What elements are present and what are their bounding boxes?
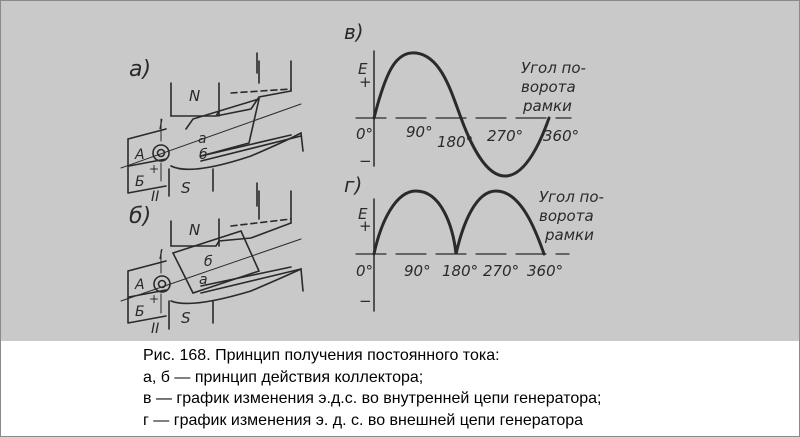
pole-n-a: N xyxy=(189,87,200,105)
tick-0-v: 0° xyxy=(356,125,373,143)
brush-ii-a: II xyxy=(151,189,159,205)
caption-line-g: г — график изменения э. д. с. во внешней… xyxy=(143,411,584,429)
side-a-label: а xyxy=(198,131,207,147)
minus-sign-v: − xyxy=(359,152,372,170)
plate-b-label: Б xyxy=(135,174,145,190)
collector-diagram-a xyxy=(120,52,304,197)
graph-g-emf-external xyxy=(355,189,570,312)
x-axis-label-v-2: ворота xyxy=(521,78,576,96)
tick-0-g: 0° xyxy=(356,262,373,280)
minus-sign-g: − xyxy=(359,292,372,310)
x-axis-label-g-2: ворота xyxy=(539,207,594,225)
plus-sign-a: + xyxy=(149,162,159,176)
tick-180-v: 180° xyxy=(437,133,473,151)
tick-270-g: 270° xyxy=(483,262,519,280)
tick-270-v: 270° xyxy=(487,127,523,145)
plate-a-label: А xyxy=(134,147,145,163)
plus-sign-g: + xyxy=(359,217,372,235)
pole-s-a: S xyxy=(181,179,191,197)
caption-line-ab: а, б — принцип действия коллектора; xyxy=(143,368,424,386)
x-axis-label-g-3: рамки xyxy=(544,226,594,244)
plus-sign-v: + xyxy=(359,73,372,91)
y-axis-label-g: E xyxy=(358,205,368,223)
graph-label-v: в) xyxy=(344,20,364,44)
figure-caption: Рис. 168. Принцип получения постоянного … xyxy=(143,345,703,431)
plus-sign-b: + xyxy=(149,292,159,306)
plate-a-label-b: А xyxy=(134,277,145,293)
x-axis-label-v-3: рамки xyxy=(522,97,572,115)
caption-line-v: в — график изменения э.д.с. во внутренне… xyxy=(143,390,602,407)
side-b-label-b: б xyxy=(204,254,213,270)
x-axis-label-g-1: Угол по- xyxy=(539,188,604,206)
pole-s-b: S xyxy=(181,309,191,327)
brush-ii-b: II xyxy=(151,321,159,337)
collector-diagram-b xyxy=(120,182,304,330)
tick-90-v: 90° xyxy=(406,123,433,141)
plate-b-label-b: Б xyxy=(135,304,145,320)
graph-v-emf-internal xyxy=(355,50,572,178)
x-axis-label-v-1: Угол по- xyxy=(521,59,586,77)
panel-label-b: б) xyxy=(129,204,151,229)
caption-title: Рис. 168. Принцип получения постоянного … xyxy=(143,347,500,364)
graph-label-g: г) xyxy=(344,173,362,197)
side-a-label-b: а xyxy=(199,272,208,288)
scanned-figure: а) N S I II А Б + а б б) N S I II А Б + … xyxy=(1,1,799,341)
brush-i-b: I xyxy=(159,248,163,263)
pole-n-b: N xyxy=(189,221,200,239)
y-axis-label-v: E xyxy=(358,60,368,78)
tick-180-g: 180° xyxy=(442,262,478,280)
tick-360-g: 360° xyxy=(527,262,563,280)
side-b-label: б xyxy=(199,147,208,163)
tick-360-v: 360° xyxy=(543,127,579,145)
brush-i-a: I xyxy=(159,118,163,133)
tick-90-g: 90° xyxy=(404,262,431,280)
panel-label-a: а) xyxy=(129,57,151,82)
